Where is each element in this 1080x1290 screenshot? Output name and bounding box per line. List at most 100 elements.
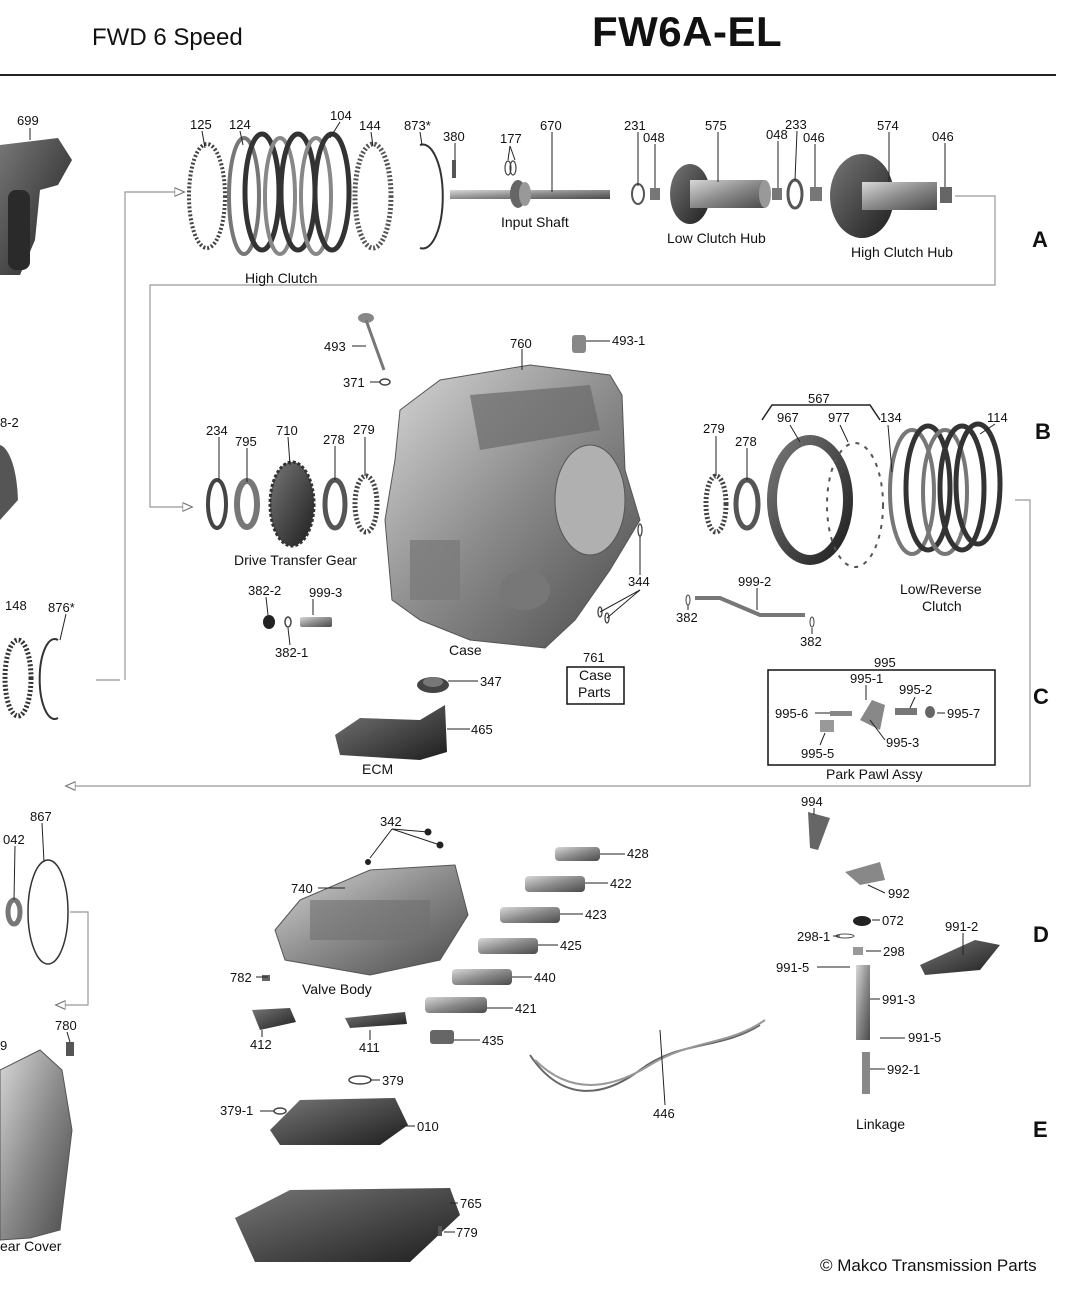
part-label-995-7: 995-7 bbox=[947, 706, 980, 721]
part-number-labels: 699 125 124 104 144 873* 380 177 670 231… bbox=[0, 108, 1008, 1240]
part-label-740: 740 bbox=[291, 881, 313, 896]
part-label-995-1: 995-1 bbox=[850, 671, 883, 686]
part-label-760: 760 bbox=[510, 336, 532, 351]
part-label-795: 795 bbox=[235, 434, 257, 449]
part-371-oring bbox=[379, 378, 391, 386]
part-label-298: 298 bbox=[883, 944, 905, 959]
header-rule bbox=[0, 74, 1056, 76]
part-label-422: 422 bbox=[610, 876, 632, 891]
part-999-2-tube bbox=[685, 594, 815, 628]
part-label-991-5-b: 991-5 bbox=[908, 1030, 941, 1045]
part-label-574: 574 bbox=[877, 118, 899, 133]
caption-case-parts-1: Case bbox=[579, 667, 612, 683]
part-label-124: 124 bbox=[229, 117, 251, 132]
part-label-493: 493 bbox=[324, 339, 346, 354]
part-label-042: 042 bbox=[3, 832, 25, 847]
part-label-423: 423 bbox=[585, 907, 607, 922]
input-shaft bbox=[450, 180, 610, 208]
drive-transfer-gear-group bbox=[206, 460, 380, 548]
part-label-575: 575 bbox=[705, 118, 727, 133]
part-label-382-2: 382-2 bbox=[248, 583, 281, 598]
part-label-977: 977 bbox=[828, 410, 850, 425]
part-label-072: 072 bbox=[882, 913, 904, 928]
part-label-991-5: 991-5 bbox=[776, 960, 809, 975]
part-label-298-1: 298-1 bbox=[797, 929, 830, 944]
part-779-bolt bbox=[438, 1226, 442, 1236]
row-label-d: D bbox=[1033, 922, 1049, 947]
part-label-380: 380 bbox=[443, 129, 465, 144]
part-label-411: 411 bbox=[359, 1040, 380, 1055]
caption-rear-cover: ear Cover bbox=[0, 1238, 62, 1254]
valve-body bbox=[274, 864, 469, 976]
high-clutch-hub bbox=[830, 154, 937, 238]
part-label-382-1: 382-1 bbox=[275, 645, 308, 660]
part-label-995-3: 995-3 bbox=[886, 735, 919, 750]
group-567-bracket bbox=[761, 404, 881, 421]
row-label-b: B bbox=[1035, 419, 1051, 444]
caption-low-reverse-1: Low/Reverse bbox=[900, 581, 982, 597]
part-label-344: 344 bbox=[628, 574, 650, 589]
parts-867-042 bbox=[5, 859, 69, 965]
part-046-bearing-2 bbox=[940, 187, 952, 203]
part-label-999-2: 999-2 bbox=[738, 574, 771, 589]
part-label-994: 994 bbox=[801, 794, 823, 809]
caption-low-clutch-hub: Low Clutch Hub bbox=[667, 230, 766, 246]
caption-park-pawl: Park Pawl Assy bbox=[826, 766, 922, 782]
transmission-case bbox=[384, 364, 641, 649]
copyright-footer: © Makco Transmission Parts bbox=[820, 1256, 1037, 1275]
part-label-999-3: 999-3 bbox=[309, 585, 342, 600]
part-048-bearing-2 bbox=[772, 188, 782, 200]
part-label-046: 046 bbox=[803, 130, 825, 145]
part-label-670: 670 bbox=[540, 118, 562, 133]
part-label-412: 412 bbox=[250, 1037, 272, 1052]
part-label-446: 446 bbox=[653, 1106, 675, 1121]
part-label-134: 134 bbox=[880, 410, 902, 425]
part-label-382-b: 382 bbox=[800, 634, 822, 649]
part-label-279-b: 279 bbox=[703, 421, 725, 436]
part-label-379-1: 379-1 bbox=[220, 1103, 253, 1118]
row-label-a: A bbox=[1032, 227, 1048, 252]
part-label-148: 148 bbox=[5, 598, 27, 613]
parts-382-999-3 bbox=[263, 615, 332, 629]
caption-drive-transfer-gear: Drive Transfer Gear bbox=[234, 552, 357, 568]
part-label-873: 873* bbox=[404, 118, 431, 133]
park-pawl-box bbox=[767, 669, 996, 766]
part-493-dipstick bbox=[358, 313, 386, 371]
part-177-rings bbox=[504, 160, 517, 176]
part-label-234: 234 bbox=[206, 423, 228, 438]
part-342-balls bbox=[365, 828, 444, 865]
oil-pan-765 bbox=[235, 1188, 460, 1262]
part-label-9: 9 bbox=[0, 1038, 7, 1053]
caption-ecm: ECM bbox=[362, 761, 393, 777]
part-label-779: 779 bbox=[456, 1225, 478, 1240]
high-clutch-pack bbox=[187, 131, 444, 256]
part-label-992-1: 992-1 bbox=[887, 1062, 920, 1077]
caption-linkage: Linkage bbox=[856, 1116, 905, 1132]
part-label-995: 995 bbox=[874, 655, 896, 670]
part-label-347: 347 bbox=[480, 674, 502, 689]
part-label-995-6: 995-6 bbox=[775, 706, 808, 721]
part-label-995-2: 995-2 bbox=[899, 682, 932, 697]
part-379-seal bbox=[348, 1075, 372, 1085]
solenoids bbox=[425, 847, 600, 1044]
part-label-782: 782 bbox=[230, 970, 252, 985]
part-label-991-2: 991-2 bbox=[945, 919, 978, 934]
caption-case: Case bbox=[449, 642, 482, 658]
rear-cover-partial bbox=[0, 1049, 73, 1241]
wiring-harness-446 bbox=[529, 1019, 766, 1092]
part-8-2-partial bbox=[0, 445, 18, 520]
part-label-493-1: 493-1 bbox=[612, 333, 645, 348]
caption-low-reverse-2: Clutch bbox=[922, 598, 962, 614]
ecm-module bbox=[335, 705, 447, 760]
part-label-048-b: 048 bbox=[766, 127, 788, 142]
row-label-c: C bbox=[1033, 684, 1049, 709]
part-label-125: 125 bbox=[190, 117, 212, 132]
part-label-425: 425 bbox=[560, 938, 582, 953]
diagram-title: FW6A-EL bbox=[592, 8, 783, 55]
part-label-780: 780 bbox=[55, 1018, 77, 1033]
part-label-279: 279 bbox=[353, 422, 375, 437]
part-label-046-b: 046 bbox=[932, 129, 954, 144]
part-label-710: 710 bbox=[276, 423, 298, 438]
part-label-278-b: 278 bbox=[735, 434, 757, 449]
part-label-010: 010 bbox=[417, 1119, 439, 1134]
